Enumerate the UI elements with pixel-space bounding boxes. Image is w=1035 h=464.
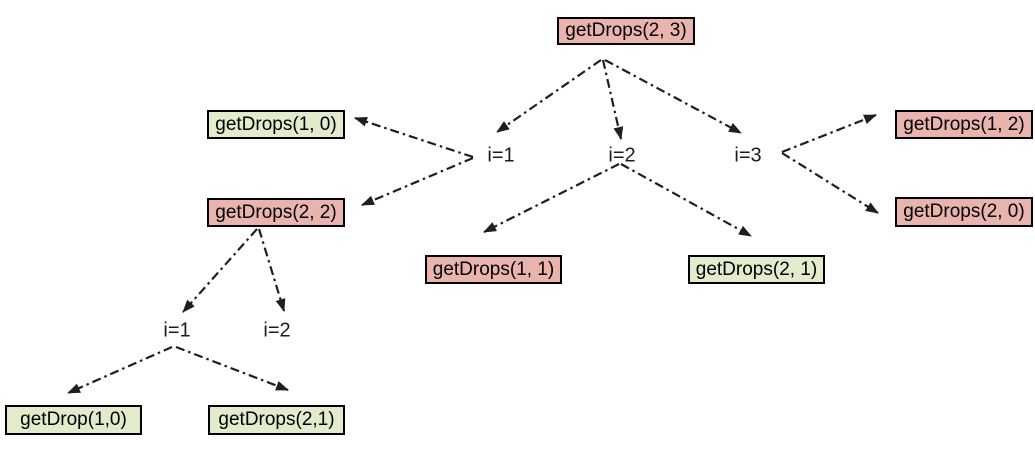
call-arrow-branch-i2-top-to-getdrops-2-1: [620, 163, 752, 237]
call-arrow-branch-i2-top-to-getdrops-1-1: [483, 163, 620, 233]
edge-label-branch-i2-top: i=2: [608, 144, 636, 167]
call-arrow-getdrops-2-2-to-branch-i2-bottom: [257, 228, 286, 312]
call-arrow-branch-i3-top-to-getdrops-2-0: [781, 152, 879, 214]
node-getdrops-1-1: getDrops(1, 1): [425, 255, 562, 284]
call-arrow-branch-i3-top-to-getdrops-1-2: [781, 113, 877, 154]
call-arrow-getdrops-2-2-to-branch-i1-bottom: [182, 228, 258, 313]
call-arrow-branch-i1-top-to-getdrops-2-2: [361, 156, 474, 207]
node-getdrops-2-2: getDrops(2, 2): [207, 198, 345, 227]
call-arrow-getdrops-2-3-to-branch-i3-top: [604, 59, 742, 134]
node-getdrops-2-1: getDrops(2, 1): [688, 255, 825, 284]
call-arrow-branch-i1-top-to-getdrops-1-0: [354, 116, 474, 159]
call-arrow-branch-i1-bottom-to-getdrop-1-0-leaf: [67, 345, 173, 395]
call-arrow-getdrops-2-3-to-branch-i1-top: [496, 59, 602, 133]
node-getdrops-1-0: getDrops(1, 0): [207, 110, 345, 139]
node-getdrops-2-3: getDrops(2, 3): [557, 17, 695, 45]
node-getdrops-2-0: getDrops(2, 0): [895, 197, 1033, 227]
edge-label-branch-i1-top: i=1: [487, 144, 515, 167]
edge-label-branch-i3-top: i=3: [734, 144, 762, 167]
call-arrow-branch-i1-bottom-to-getdrops-2-1-leaf: [175, 345, 289, 392]
edge-label-branch-i1-bottom: i=1: [163, 319, 191, 342]
call-arrow-getdrops-2-3-to-branch-i2-top: [601, 59, 624, 140]
node-getdrop-1-0-leaf: getDrop(1,0): [5, 405, 142, 435]
recursion-arrows: [67, 59, 879, 395]
edge-label-branch-i2-bottom: i=2: [263, 319, 291, 342]
node-getdrops-2-1-leaf: getDrops(2,1): [208, 405, 345, 435]
node-getdrops-1-2: getDrops(1, 2): [895, 110, 1033, 139]
